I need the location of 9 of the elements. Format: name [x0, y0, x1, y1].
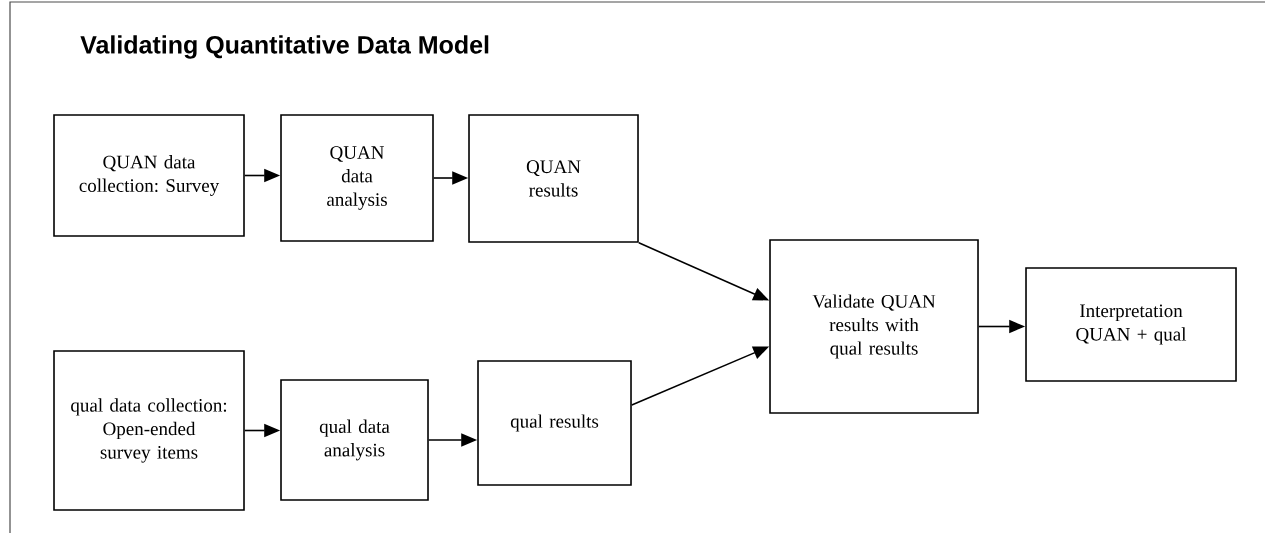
process-box: qual results	[477, 360, 632, 486]
title: Validating Quantitative Data Model	[80, 35, 489, 59]
process-box: qual data collection: Open-ended survey items	[53, 350, 245, 511]
process-box: qual data analysis	[280, 379, 429, 501]
process-box: QUAN data analysis	[280, 114, 434, 242]
process-box: Validate QUAN results with qual results	[769, 239, 979, 414]
process-box: Interpretation QUAN + qual	[1025, 267, 1237, 382]
process-box: QUAN data collection: Survey	[53, 114, 245, 237]
process-box: QUAN results	[468, 114, 639, 243]
